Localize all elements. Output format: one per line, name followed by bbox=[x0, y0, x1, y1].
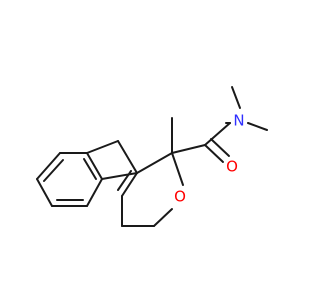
bond-co-double-1 bbox=[204, 144, 224, 163]
bond-benzene-1 bbox=[36, 152, 61, 180]
bond-c1-ch2 bbox=[171, 144, 206, 154]
bond-co-double-2 bbox=[210, 138, 230, 157]
bond-benzene-4 bbox=[86, 178, 103, 207]
bond-n-methyl-right bbox=[247, 122, 268, 131]
bond-ch2-carbonyl bbox=[204, 122, 231, 146]
nitrogen-atom-label: N bbox=[233, 112, 244, 130]
bond-o-ring-ch2 bbox=[153, 208, 173, 227]
molecule-structure: N O O bbox=[36, 86, 268, 227]
ring-oxygen-atom-label: O bbox=[174, 188, 186, 206]
bond-benzene-inner-1 bbox=[43, 159, 64, 182]
bond-cp-ch2-right bbox=[117, 140, 138, 174]
bond-cp-ch2-left bbox=[86, 140, 119, 154]
bond-benzene-2 bbox=[36, 178, 53, 207]
bond-n-methyl-up bbox=[231, 86, 241, 109]
bond-benzene-inner-3 bbox=[83, 158, 97, 180]
carbonyl-oxygen-atom-label: O bbox=[226, 158, 238, 176]
molecule-canvas: N O O bbox=[36, 86, 268, 227]
bond-cp-fused bbox=[101, 172, 138, 180]
bond-pyran-double-inner bbox=[117, 170, 132, 191]
bond-benzene-5 bbox=[86, 152, 103, 180]
bond-c1-o-ring bbox=[171, 152, 184, 186]
bond-c1-alkene bbox=[136, 152, 173, 174]
bond-pyran-double bbox=[121, 172, 138, 197]
